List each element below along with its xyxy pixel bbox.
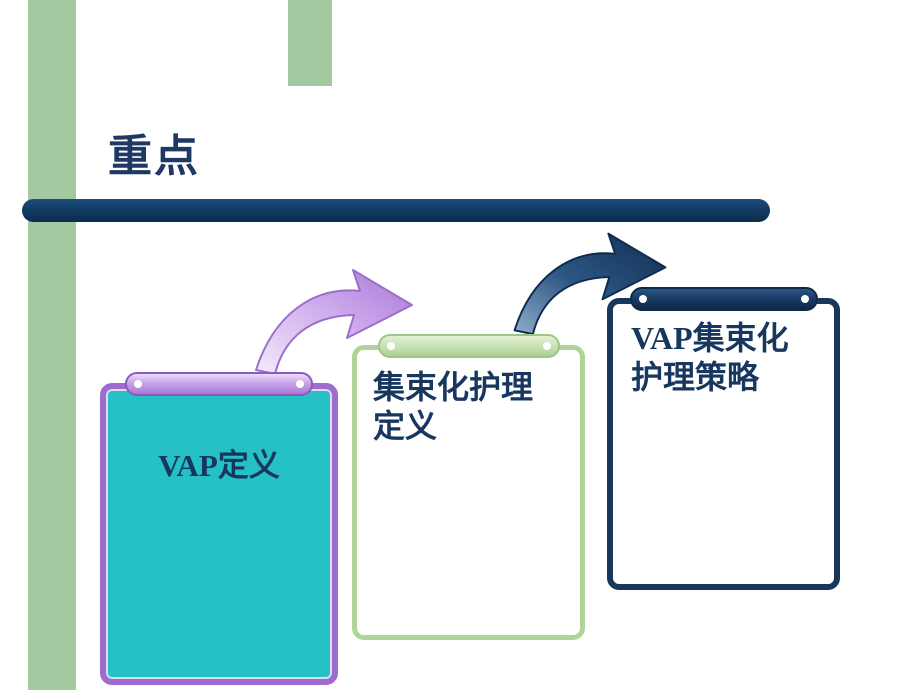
clipboard-vap-bundle-strategy: VAP集束化 护理策略 — [607, 287, 840, 590]
curved-arrow-purple-icon — [255, 269, 413, 375]
clipboard-label: 集束化护理 定义 — [373, 369, 534, 445]
clip-hole-right — [800, 295, 809, 303]
clipboard-label: VAP集束化 护理策略 — [631, 320, 789, 396]
clipboard-clip-green — [377, 334, 560, 358]
clip-hole-left — [134, 380, 142, 388]
curved-arrow-navy-icon — [513, 232, 667, 336]
clipboard-clip-purple — [125, 372, 313, 396]
clip-hole-left — [638, 295, 647, 303]
divider-bar — [22, 199, 770, 222]
clipboard-bundle-care-definition: 集束化护理 定义 — [352, 334, 585, 640]
purple-arrow-body — [255, 269, 413, 375]
clipboard-vap-definition: VAP定义 — [100, 372, 338, 685]
clipboard-clip-navy — [629, 287, 818, 311]
navy-arrow-body — [513, 232, 667, 336]
clip-hole-left — [386, 342, 395, 350]
slide-title: 重点 — [108, 132, 200, 181]
top-green-block — [288, 0, 332, 86]
clipboard-label: VAP定义 — [158, 448, 280, 483]
clip-hole-right — [542, 342, 551, 350]
left-green-stripe — [28, 0, 76, 690]
clip-hole-right — [296, 380, 304, 388]
